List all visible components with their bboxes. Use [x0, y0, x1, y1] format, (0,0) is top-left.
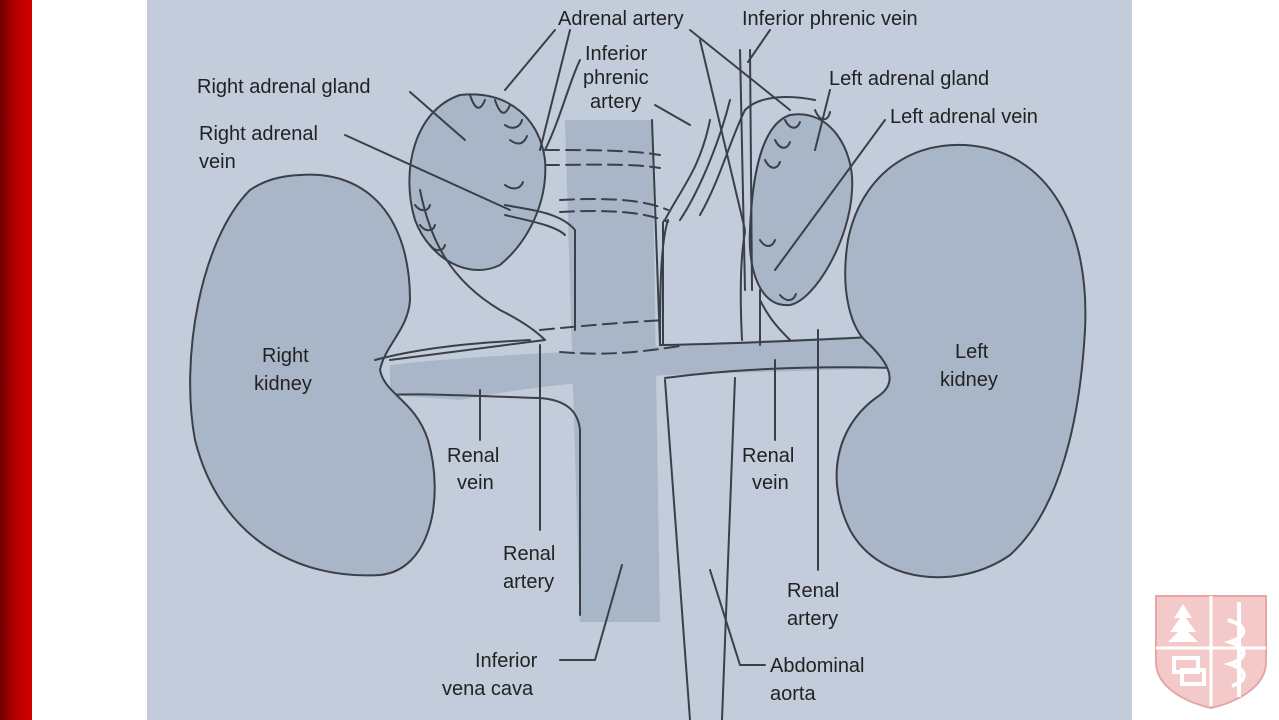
label-left-adrenal-gland: Left adrenal gland [829, 68, 989, 90]
renal-artery-dashed [559, 345, 681, 355]
left-renal-vein [660, 335, 895, 375]
leader-right-adrenal-gland [409, 91, 466, 141]
right-adrenal-gland [408, 93, 547, 271]
phrenic-dashed-2 [544, 163, 661, 169]
label-renal-artery-right-1: Renal [503, 543, 555, 565]
leader-adrenal-artery-3 [689, 29, 791, 111]
leader-left-adrenal-gland [814, 89, 831, 151]
left-adrenal-gland [748, 113, 854, 307]
label-aorta-1: Abdominal [770, 655, 865, 677]
label-ivc-1: Inferior [475, 650, 538, 672]
right-adrenal-branches [414, 94, 528, 252]
institution-shield-logo [1155, 595, 1267, 710]
right-renal-artery [389, 189, 546, 361]
right-renal-artery-dashed [539, 319, 666, 331]
leader-inferior-phrenic-vein [747, 29, 771, 63]
label-right-kidney-1: Right [262, 345, 309, 367]
label-renal-artery-right-2: artery [503, 571, 554, 593]
inferior-phrenic-vein-2 [749, 49, 753, 291]
left-adrenal-artery [699, 96, 816, 216]
right-renal-vein [390, 345, 680, 400]
label-inferior-phrenic-artery-1: Inferior [585, 43, 648, 65]
diagram-canvas: Adrenal artery Inferior phrenic vein Inf… [189, 8, 1087, 720]
right-kidney [189, 173, 436, 577]
aorta-upper-left [659, 219, 669, 346]
adrenal-vein-dashed-2 [559, 210, 669, 223]
label-renal-vein-left-2: vein [752, 472, 789, 494]
adrenal-vein-dashed-1 [559, 198, 669, 211]
label-inferior-phrenic-vein: Inferior phrenic vein [742, 8, 918, 30]
label-left-adrenal-vein: Left adrenal vein [890, 106, 1038, 128]
leader-ivc [559, 564, 623, 661]
label-renal-vein-right-1: Renal [447, 445, 499, 467]
abdominal-aorta [664, 119, 746, 720]
left-adrenal-vein [759, 299, 791, 341]
inferior-phrenic-artery-right [544, 59, 581, 151]
label-ivc-2: vena cava [442, 678, 534, 700]
inferior-phrenic-artery-left [679, 99, 731, 221]
leader-left-adrenal-vein [774, 119, 886, 271]
left-kidney [835, 143, 1087, 579]
label-aorta-2: aorta [770, 683, 816, 705]
right-renal-artery-2 [374, 339, 531, 361]
right-adrenal-vein [504, 204, 576, 331]
leader-adrenal-artery-4 [699, 39, 746, 231]
label-right-adrenal-vein-1: Right adrenal [199, 123, 318, 145]
label-inferior-phrenic-artery-2: phrenic [583, 67, 649, 89]
label-right-adrenal-vein-2: vein [199, 151, 236, 173]
label-inferior-phrenic-artery-3: artery [590, 91, 641, 113]
phrenic-dashed-1 [544, 149, 661, 156]
label-renal-artery-left-2: artery [787, 608, 838, 630]
label-left-kidney-1: Left [955, 341, 989, 363]
slide-side-bar [0, 0, 32, 720]
right-renal-vein-edge [389, 393, 581, 616]
leader-adrenal-artery-1 [504, 29, 556, 91]
leader-right-adrenal-vein [344, 134, 511, 211]
adrenal-anatomy-diagram: Adrenal artery Inferior phrenic vein Inf… [147, 0, 1132, 720]
label-renal-vein-right-2: vein [457, 472, 494, 494]
leader-adrenal-artery-2 [539, 29, 571, 151]
label-renal-vein-left-1: Renal [742, 445, 794, 467]
left-renal-vein-bottom-edge [664, 366, 896, 379]
label-right-kidney-2: kidney [254, 373, 312, 395]
label-adrenal-artery: Adrenal artery [558, 8, 684, 30]
label-right-adrenal-gland: Right adrenal gland [197, 76, 370, 98]
leader-aorta [709, 569, 766, 666]
label-left-kidney-2: kidney [940, 369, 998, 391]
right-adrenal-vein-2 [504, 214, 566, 236]
inferior-phrenic-vein-1 [739, 49, 746, 291]
label-renal-artery-left-1: Renal [787, 580, 839, 602]
ivc-edge-right [651, 119, 661, 346]
leader-inferior-phrenic-artery [654, 104, 691, 126]
